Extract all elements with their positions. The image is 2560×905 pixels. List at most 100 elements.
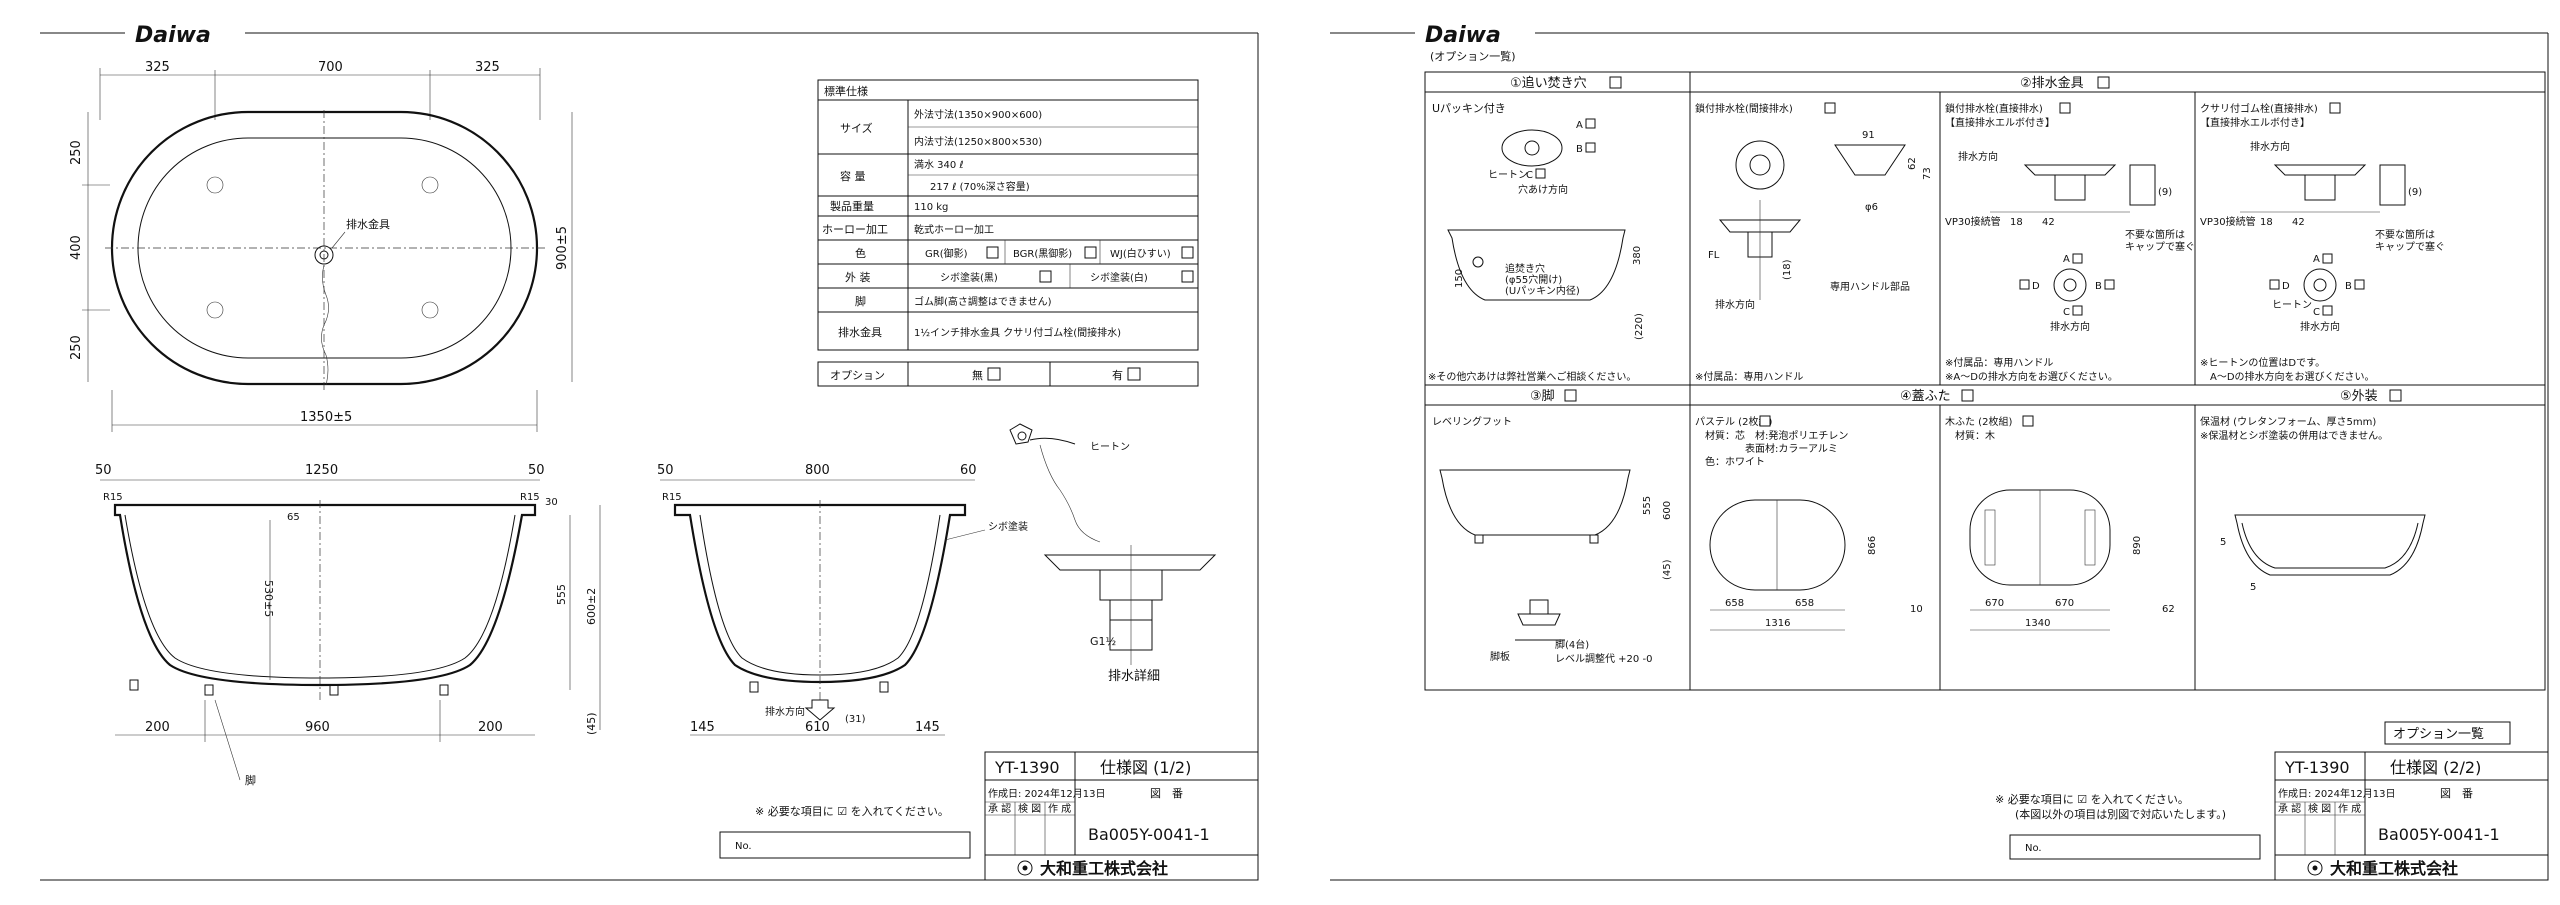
cell3-c: C — [2063, 307, 2070, 318]
option-cell-chain-indirect: 鎖付排水栓(間接排水) 91 62 73 φ6 FL (18) 専用ハンドル部品… — [1695, 102, 1933, 383]
cell4-note-2: A～Dの排水方向をお選びください。 — [2200, 370, 2375, 383]
checkbox-reheat-hole[interactable] — [1609, 76, 1622, 89]
cell4-b: B — [2345, 281, 2352, 292]
cell4-drain-dir: 排水方向 — [2250, 140, 2290, 153]
cell2-dim-62: 62 — [1907, 157, 1918, 170]
cell2-title: 鎖付排水栓(間接排水) — [1695, 102, 1793, 115]
checkbox-chain-direct[interactable] — [2059, 102, 2071, 114]
side-dim-60: 60 — [960, 463, 977, 478]
checkbox-option-none[interactable] — [987, 367, 1001, 381]
checkbox-rubber-direct-a[interactable] — [2322, 253, 2333, 264]
cell6-dim-658l: 658 — [1725, 598, 1744, 609]
dim-right: 900±5 — [555, 226, 570, 270]
cell1-dim-150: 150 — [1454, 269, 1465, 288]
cell6-dim-10: 10 — [1910, 604, 1923, 615]
side-dim-145l: 145 — [690, 720, 715, 735]
checkbox-reheat-a[interactable] — [1585, 118, 1596, 129]
cell4-dim-18: 18 — [2260, 217, 2273, 228]
checkbox-rubber-direct-b[interactable] — [2354, 279, 2365, 290]
checkbox-bgr[interactable] — [1084, 246, 1097, 259]
drain-direction-arrow — [804, 699, 836, 721]
checkbox-exterior-black[interactable] — [1039, 270, 1052, 283]
front-dim-50l: 50 — [95, 463, 112, 478]
cell2-dim-91: 91 — [1862, 130, 1875, 141]
checkbox-chain-direct-b[interactable] — [2104, 279, 2115, 290]
front-dim-width: 1250 — [305, 463, 338, 478]
cell7-dim-1340: 1340 — [2025, 618, 2050, 629]
no-field[interactable] — [719, 831, 971, 859]
checkbox-pastel[interactable] — [1759, 415, 1771, 427]
fitting-hook-label: ヒートン — [1090, 441, 1130, 453]
cell7-dim-62: 62 — [2162, 604, 2175, 615]
cell7-dim-670l: 670 — [1985, 598, 2004, 609]
checkbox-exterior-white[interactable] — [1181, 270, 1194, 283]
option-cell-insulation: 保温材 (ウレタンフォーム、厚さ5mm) ※保温材とシボ塗装の併用はできません。… — [2200, 415, 2426, 593]
checkbox-reheat-c[interactable] — [1535, 168, 1546, 179]
cell3-dim-9: (9) — [2158, 187, 2172, 198]
spec-inner-size: 内法寸法(1250×800×530) — [914, 135, 1042, 148]
cell6-line3: 色：ホワイト — [1705, 455, 1765, 468]
front-dim-45: (45) — [585, 712, 598, 735]
cell7-title: 木ふた (2枚組) — [1945, 415, 2012, 428]
drawing-no-label: 図 番 — [1150, 787, 1183, 800]
cell3-cap-note2: キャップで塞ぐ — [2125, 240, 2195, 253]
side-dim-31: (31) — [845, 714, 866, 725]
cell3-b: B — [2095, 281, 2102, 292]
company-name: 大和重工株式会社 — [1040, 859, 1168, 878]
checkbox-rubber-direct[interactable] — [2329, 102, 2341, 114]
spec-outer-size: 外法寸法(1350×900×600) — [914, 108, 1042, 121]
exterior-black: シボ塗装(黒) — [940, 271, 998, 284]
approval-check: 検 図 — [1018, 802, 1041, 815]
cell4-vp30: VP30接続管 — [2200, 215, 2256, 228]
cell3-note-1: ※付属品：専用ハンドル — [1945, 356, 2053, 369]
option-cell-rubber-direct: クサリ付ゴム栓(直接排水) 【直接排水エルボ付き】 排水方向 VP30接続管 1… — [2200, 102, 2445, 383]
cell5-dim-555: 555 — [1642, 496, 1653, 515]
front-dim-960: 960 — [305, 720, 330, 735]
section-drain-fitting: ②排水金具 — [2020, 75, 2084, 91]
cell3-dim-18: 18 — [2010, 217, 2023, 228]
cell2-phi6: φ6 — [1865, 202, 1878, 213]
cell1-drill-dir: 穴あけ方向 — [1518, 183, 1568, 196]
spec-label-legs: 脚 — [855, 294, 866, 308]
checkbox-rubber-direct-c[interactable] — [2322, 305, 2333, 316]
section-legs: ③脚 — [1530, 388, 1555, 404]
cell4-dim-42: 42 — [2292, 217, 2305, 228]
front-r-right: R15 — [520, 492, 540, 503]
front-dim-200l: 200 — [145, 720, 170, 735]
model-number: YT-1390 — [994, 758, 1060, 777]
spec-drain: 1½インチ排水金具 クサリ付ゴム栓(間接排水) — [914, 326, 1121, 339]
front-dim-200r: 200 — [478, 720, 503, 735]
side-section: 50 800 60 R15 シボ塗装 排水方向 (31) 145 610 145 — [657, 463, 1028, 736]
checkbox-exterior[interactable] — [2389, 389, 2402, 402]
cell6-dim-1316: 1316 — [1765, 618, 1790, 629]
brand-logo-2: Daiwa — [1425, 23, 1501, 48]
sheet2-drawing: Daiwa (オプション一覧) ①追い焚き穴 ②排水金具 ③脚 ④蓋ふた ⑤外装… — [1330, 20, 2549, 881]
checkbox-chain-indirect[interactable] — [1824, 102, 1836, 114]
cell4-cap-note2: キャップで塞ぐ — [2375, 240, 2445, 253]
checkbox-gr[interactable] — [986, 246, 999, 259]
fitting-caption: 排水詳細 — [1108, 668, 1160, 684]
checkbox-chain-direct-c[interactable] — [2072, 305, 2083, 316]
checkbox-drain-fitting[interactable] — [2097, 76, 2110, 89]
checkbox-rubber-direct-d[interactable] — [2269, 279, 2280, 290]
cell3-title: 鎖付排水栓(直接排水) — [1945, 102, 2043, 115]
options-list-tag-text: オプション一覧 — [2393, 726, 2484, 742]
front-r-left: R15 — [103, 492, 123, 503]
spec-label-color: 色 — [855, 246, 866, 260]
checkbox-wj[interactable] — [1181, 246, 1194, 259]
checkbox-reheat-b[interactable] — [1585, 142, 1596, 153]
spec-capacity-full: 満水 340 ℓ — [914, 159, 964, 171]
checkbox-option-yes[interactable] — [1127, 367, 1141, 381]
checkbox-chain-direct-d[interactable] — [2019, 279, 2030, 290]
checkbox-chain-direct-a[interactable] — [2072, 253, 2083, 264]
cell2-drain-dir: 排水方向 — [1715, 298, 1755, 311]
checkbox-legs[interactable] — [1564, 389, 1577, 402]
spec-capacity-70: 217 ℓ (70%深さ容量) — [930, 180, 1030, 193]
color-bgr: BGR(黒御影) — [1013, 247, 1072, 260]
no-field-2[interactable] — [2009, 834, 2261, 860]
checkbox-wood-lid[interactable] — [2022, 415, 2034, 427]
cell1-dim-220: (220) — [1634, 313, 1645, 340]
checkbox-lid[interactable] — [1961, 389, 1974, 402]
cell6-line2: 表面材:カラーアルミ — [1745, 442, 1838, 455]
option-label: オプション — [830, 369, 885, 382]
